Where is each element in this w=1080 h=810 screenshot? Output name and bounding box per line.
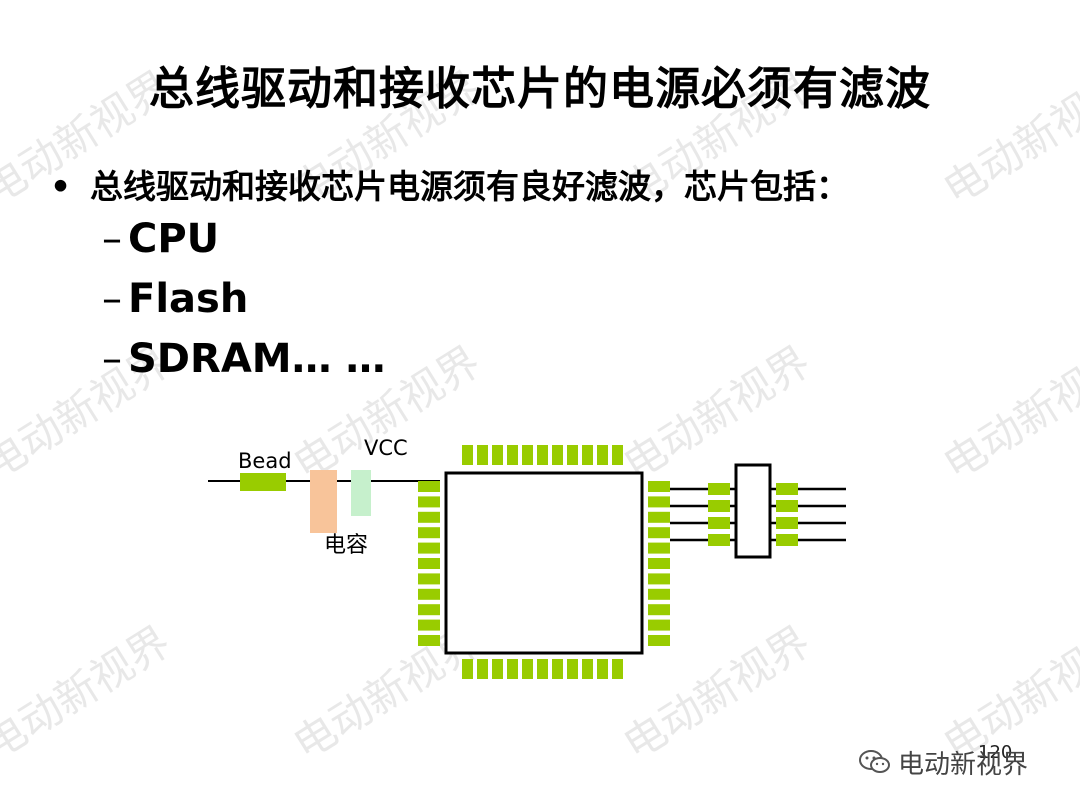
chip-pin-right — [648, 481, 670, 492]
bead-label: Bead — [238, 449, 292, 473]
chip-pin-right — [648, 542, 670, 554]
chip-pin-right — [648, 558, 670, 569]
series-resistor — [708, 517, 730, 529]
sub-item-flash: –Flash — [102, 276, 248, 322]
chip-pin-bottom — [522, 659, 533, 679]
chip-pin-bottom — [612, 659, 623, 679]
chip-pin-top — [507, 445, 518, 465]
chip-pin-top — [612, 445, 623, 465]
bullet-marker: • — [50, 167, 72, 206]
chip-pin-right — [648, 527, 670, 539]
chip-pin-right — [648, 619, 670, 631]
vcc-label: VCC — [364, 436, 408, 460]
chip-pin-left — [418, 588, 440, 600]
chip-pin-bottom — [492, 659, 503, 679]
bullet-item: • 总线驱动和接收芯片电源须有良好滤波，芯片包括： — [50, 160, 849, 208]
dash-marker: – — [102, 216, 122, 262]
chip-pin-bottom — [537, 659, 548, 679]
chip-pin-bottom — [567, 659, 578, 679]
chip-pin-bottom — [462, 659, 473, 679]
wechat-icon — [858, 748, 892, 783]
chip-pin-bottom — [507, 659, 518, 679]
capacitor-label: 电容 — [324, 533, 368, 558]
chip-pin-top — [567, 445, 578, 465]
chip-pin-top — [537, 445, 548, 465]
series-resistor — [776, 483, 798, 495]
brand-footer: 电动新视界 — [858, 744, 1028, 783]
chip-pin-left — [418, 527, 440, 539]
chip-pin-right — [648, 588, 670, 600]
dash-marker: – — [102, 336, 122, 382]
chip-pin-left — [418, 635, 440, 646]
chip-pin-right — [648, 511, 670, 523]
sub-item-label: SDRAM… … — [128, 336, 386, 382]
chip-pins — [418, 445, 670, 679]
chip-pin-bottom — [552, 659, 563, 679]
chip-pin-top — [462, 445, 473, 465]
chip-pin-top — [552, 445, 563, 465]
chip-pin-bottom — [597, 659, 608, 679]
chip-pin-left — [418, 496, 440, 508]
chip-pin-right — [648, 635, 670, 646]
chip-pin-top — [582, 445, 593, 465]
bullet-text: 总线驱动和接收芯片电源须有良好滤波，芯片包括： — [90, 167, 849, 206]
chip-body — [444, 471, 644, 655]
series-resistor — [776, 534, 798, 546]
sub-item-sdram: –SDRAM… … — [102, 336, 386, 382]
dash-marker: – — [102, 276, 122, 322]
chip-pin-top — [597, 445, 608, 465]
sub-item-label: Flash — [128, 276, 249, 322]
bus-lines — [670, 483, 846, 546]
chip-pin-left — [418, 619, 440, 631]
series-resistor — [708, 500, 730, 512]
chip-pin-left — [418, 573, 440, 585]
capacitor-2 — [351, 470, 371, 516]
bead-component — [240, 473, 286, 491]
chip-pin-right — [648, 573, 670, 585]
chip-pin-top — [522, 445, 533, 465]
sub-item-cpu: –CPU — [102, 216, 219, 262]
chip-pin-left — [418, 558, 440, 569]
series-resistor — [776, 517, 798, 529]
chip-pin-top — [492, 445, 503, 465]
chip-pin-left — [418, 604, 440, 616]
chip-pin-right — [648, 496, 670, 508]
page-number: 120 — [978, 742, 1013, 763]
chip-pin-top — [477, 445, 488, 465]
chip-pin-left — [418, 542, 440, 554]
capacitor-1 — [310, 470, 337, 533]
series-resistor — [776, 500, 798, 512]
chip-pin-left — [418, 481, 440, 492]
connector-block — [734, 463, 772, 559]
brand-text: 电动新视界 — [898, 750, 1029, 780]
slide-title: 总线驱动和接收芯片的电源必须有滤波 — [148, 62, 931, 115]
chip-pin-left — [418, 511, 440, 523]
series-resistor — [708, 483, 730, 495]
series-resistor — [708, 534, 730, 546]
chip-pin-right — [648, 604, 670, 616]
chip-pin-bottom — [582, 659, 593, 679]
sub-item-label: CPU — [128, 216, 220, 262]
chip-pin-bottom — [477, 659, 488, 679]
